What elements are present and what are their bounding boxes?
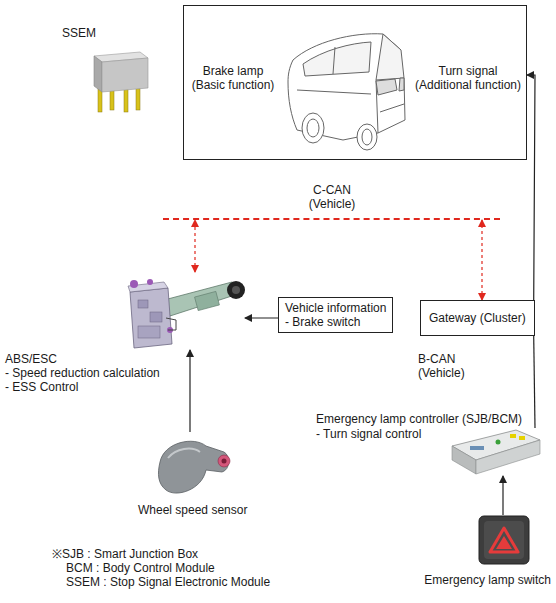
- node-text: C-CAN (Vehicle): [296, 183, 368, 211]
- connector: [502, 476, 503, 515]
- connector: [534, 336, 535, 428]
- controller-picture: [452, 430, 540, 474]
- connector: [194, 220, 195, 272]
- info-box: Vehicle information- Brake switch: [278, 297, 393, 333]
- car-box: Brake lamp (Basic function) Turn signal (…: [183, 5, 527, 160]
- switch-picture: [479, 516, 529, 564]
- node-text: - Speed reduction calculation - ESS Cont…: [5, 366, 164, 394]
- node-text: Wheel speed sensor: [138, 503, 268, 517]
- node-text: Emergency lamp switch: [348, 573, 551, 587]
- wheel-speed-sensor: Wheel speed sensor: [150, 432, 232, 498]
- abs-esc-picture: [128, 279, 245, 348]
- node-text: Turn signal (Additional function): [412, 64, 524, 92]
- relay-picture: [94, 52, 148, 112]
- gateway-box: Gateway (Cluster): [420, 300, 535, 336]
- node-text: Vehicle information: [285, 301, 386, 315]
- node-text: Gateway (Cluster): [429, 311, 526, 325]
- wheel-sensor-picture: [158, 441, 230, 493]
- lamp-switch: Emergency lamp switch: [478, 515, 530, 565]
- part-name: SSEM: [62, 26, 122, 40]
- connector: [527, 75, 535, 300]
- connector: [245, 317, 278, 318]
- note-text: BCM : Body Control Module: [66, 561, 366, 575]
- node-text: - Turn signal control: [316, 427, 441, 441]
- edge-label: B-CAN (Vehicle): [418, 352, 482, 380]
- abs-esc-unit: ABS/ESC- Speed reduction calculation - E…: [125, 272, 245, 350]
- note-text: SSEM : Stop Signal Electronic Module: [66, 575, 386, 589]
- connector: [189, 350, 190, 432]
- node-text: - Brake switch: [285, 315, 386, 329]
- c-can-band: C-CAN (Vehicle): [163, 183, 500, 220]
- node-text: Brake lamp (Basic function): [188, 64, 278, 92]
- car-picture: [288, 34, 405, 150]
- lamp-controller: Emergency lamp controller (SJB/BCM)- Tur…: [448, 428, 540, 476]
- note-text: ※SJB : Smart Junction Box: [52, 547, 352, 561]
- node-text: Emergency lamp controller (SJB/BCM): [316, 412, 531, 426]
- connector: [481, 220, 482, 300]
- node-text: ABS/ESC: [5, 352, 105, 366]
